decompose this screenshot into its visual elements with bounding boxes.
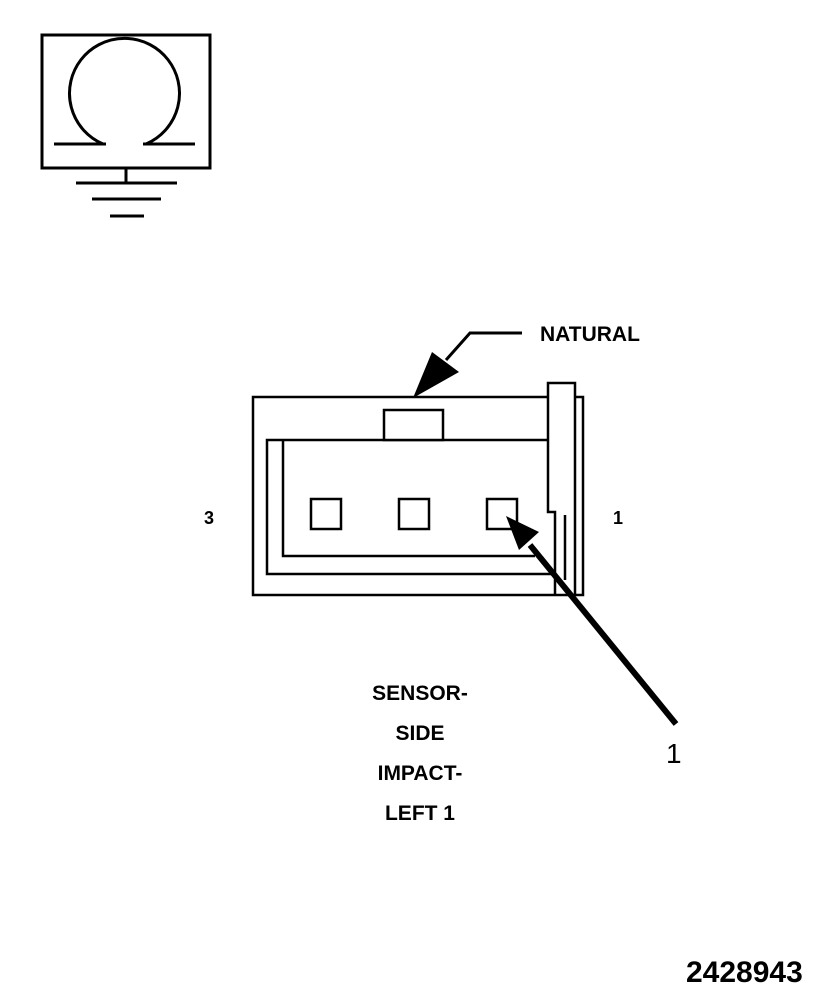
terminal-cavity-3 [309, 497, 343, 531]
pin-number-left: 3 [204, 508, 215, 528]
caption-line: LEFT 1 [384, 802, 455, 825]
wire-color-label: NATURAL [540, 323, 640, 346]
caption-line: IMPACT- [377, 762, 463, 785]
ground-ohm-icon [40, 33, 212, 218]
terminal-cavities [309, 497, 519, 531]
callout-number: 1 [666, 738, 682, 769]
callout-arrow [506, 516, 679, 726]
caption-line: SIDE [395, 722, 445, 745]
connector-body [251, 381, 585, 597]
pin-number-right: 1 [613, 508, 624, 528]
caption-line: SENSOR- [372, 682, 468, 705]
terminal-cavity-2 [397, 497, 431, 531]
color-leader-arrow [413, 331, 522, 398]
connector-caption: SENSOR- SIDE IMPACT- LEFT 1 [330, 674, 510, 834]
figure-number: 2428943 [686, 956, 803, 989]
